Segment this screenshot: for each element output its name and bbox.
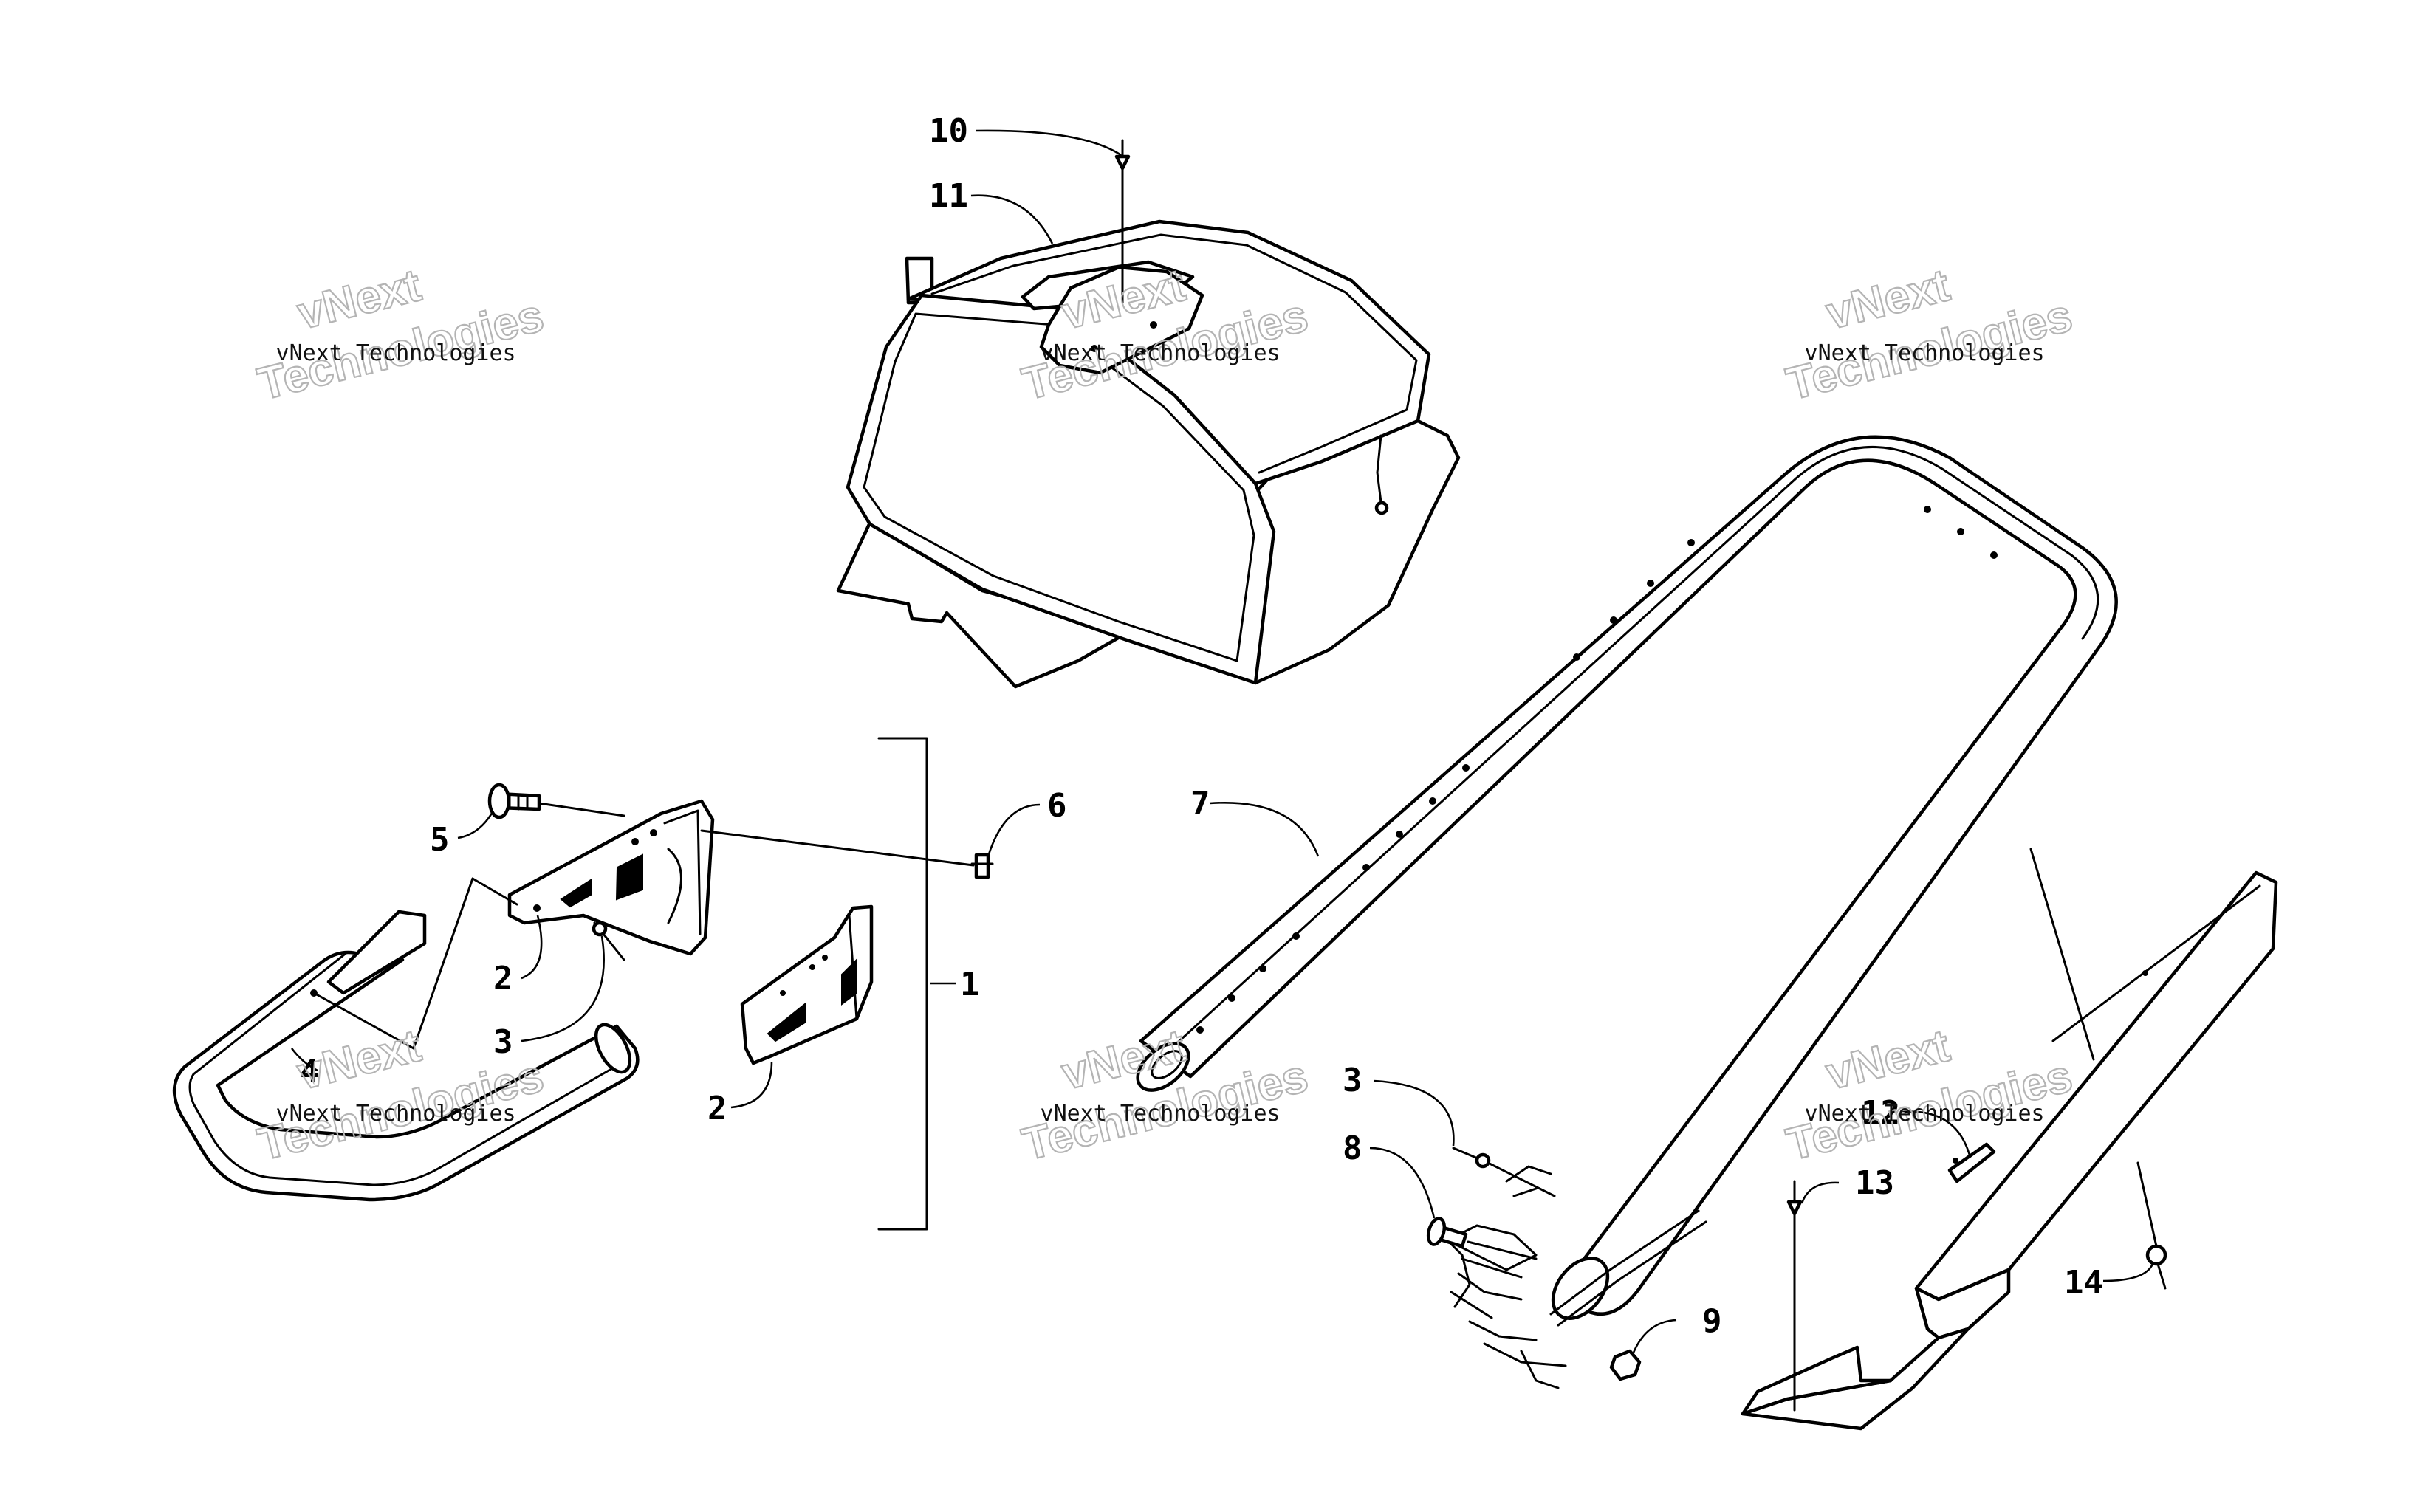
part-14-skid-plate [1741, 870, 2278, 1431]
svg-text:vNext Technologies: vNext Technologies [1805, 340, 2045, 366]
svg-text:vNext Technologies: vNext Technologies [1805, 1101, 2045, 1127]
callout-2-lower: 2 [707, 1090, 727, 1127]
part-8-bolt [1426, 1217, 1468, 1248]
watermark-3: vNext Technologies vNext Technologies [1781, 259, 2078, 411]
watermark-1: vNext Technologies vNext Technologies [253, 259, 549, 411]
callout-4: 4 [300, 1053, 320, 1090]
part-11-storage-bag [836, 219, 1461, 689]
part-14-pushpin [2145, 1244, 2167, 1290]
callout-5: 5 [430, 821, 450, 859]
svg-text:vNext Technologies: vNext Technologies [1041, 1101, 1281, 1127]
explode-lines [312, 177, 2158, 1412]
part-9-nut [1609, 1349, 1642, 1381]
assembly-bracket [877, 737, 928, 1231]
callout-3-upper: 3 [493, 1023, 513, 1061]
callout-3-right: 3 [1343, 1062, 1362, 1099]
part-4-front-bumper [172, 910, 640, 1202]
callout-1: 1 [960, 966, 980, 1003]
callout-13: 13 [1855, 1164, 1894, 1202]
leader-lines [290, 129, 2154, 1353]
callout-11: 11 [929, 177, 968, 215]
part-2-left-bracket [507, 799, 715, 956]
part-2-right-bracket [740, 904, 874, 1065]
callout-9: 9 [1702, 1302, 1722, 1340]
part-6-clip [970, 853, 994, 879]
callout-7: 7 [1190, 785, 1210, 822]
callout-labels: 10 11 5 6 1 2 3 4 2 7 3 8 9 12 13 14 [300, 112, 2103, 1340]
callout-14: 14 [2064, 1264, 2103, 1302]
svg-text:vNext Technologies: vNext Technologies [1041, 340, 1281, 366]
part-10-rivet [1114, 139, 1131, 180]
watermark-6: vNext Technologies vNext Technologies [1781, 1020, 2078, 1172]
callout-8: 8 [1343, 1130, 1362, 1167]
part-3-pin-right [1452, 1147, 1491, 1169]
callout-2-upper: 2 [493, 960, 513, 997]
part-13-rivet [1786, 1180, 1803, 1216]
svg-text:vNext Technologies: vNext Technologies [276, 1101, 516, 1127]
callout-10: 10 [929, 112, 968, 150]
callout-6: 6 [1047, 787, 1067, 825]
part-3-pin-left [592, 921, 625, 961]
svg-text:vNext Technologies: vNext Technologies [276, 340, 516, 366]
callout-12: 12 [1861, 1094, 1900, 1132]
part-7-rear-bumper [1136, 435, 2118, 1320]
part-5-flange-bolt [487, 783, 541, 819]
